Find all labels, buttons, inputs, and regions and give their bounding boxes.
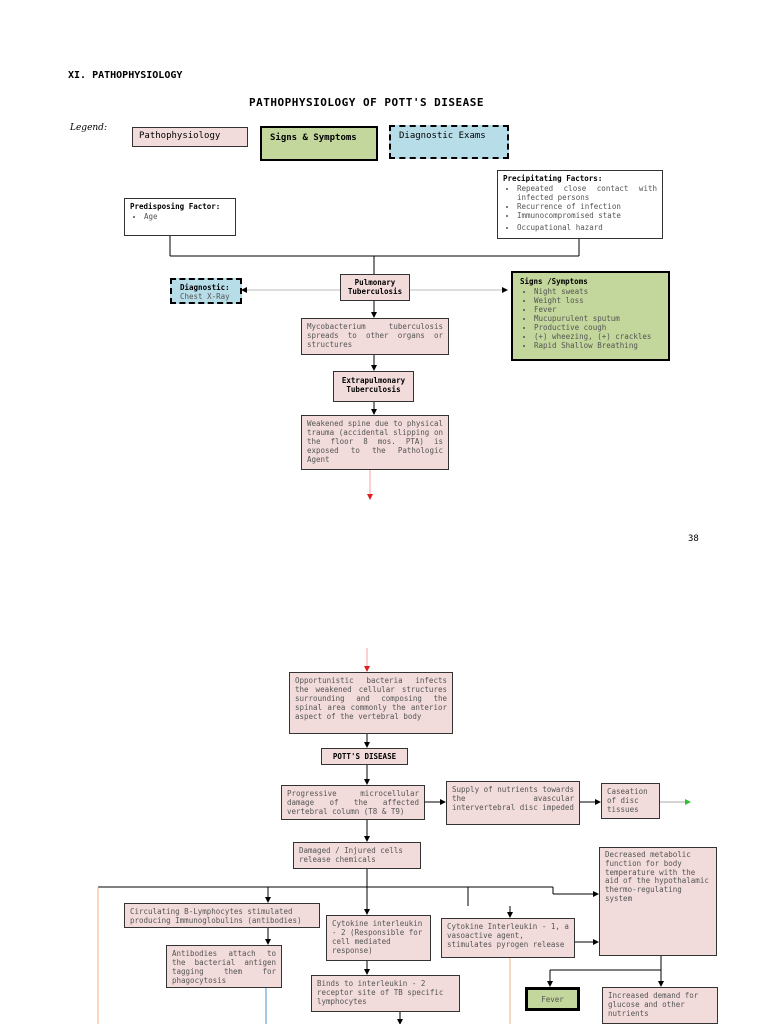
page-number: 38 xyxy=(688,534,699,544)
supply-nutrients-box: Supply of nutrients towards the avascula… xyxy=(446,781,580,825)
predisposing-title: Predisposing Factor: xyxy=(130,202,221,211)
increased-demand-box: Increased demand for glucose and other n… xyxy=(602,987,718,1024)
signs-item: Night sweats xyxy=(534,287,661,296)
caseation-box: Caseation of disc tissues xyxy=(601,783,660,819)
signs-title: Signs /Symptoms xyxy=(520,277,588,286)
damaged-cells-box: Damaged / Injured cells release chemical… xyxy=(293,842,421,869)
potts-disease-box: POTT'S DISEASE xyxy=(321,748,408,765)
progressive-damage-box: Progressive microcellular damage of the … xyxy=(281,785,425,820)
cytokine-interleukin-2-box: Cytokine interleukin - 2 (Responsible fo… xyxy=(326,915,431,961)
antibodies-box: Antibodies attach to the bacterial antig… xyxy=(166,945,282,988)
signs-item: Productive cough xyxy=(534,323,661,332)
mycobacterium-box: Mycobacterium tuberculosis spreads to ot… xyxy=(301,318,449,355)
predisposing-item: Age xyxy=(144,212,230,221)
weakened-spine-box: Weakened spine due to physical trauma (a… xyxy=(301,415,449,470)
precipitating-title: Precipitating Factors: xyxy=(503,174,603,183)
signs-item: Fever xyxy=(534,305,661,314)
legend-signs-symptoms: Signs & Symptoms xyxy=(260,126,378,161)
binds-interleukin-box: Binds to interleukin - 2 receptor site o… xyxy=(311,975,460,1012)
predisposing-list: Age xyxy=(130,212,230,221)
precipitating-item: Recurrence of infection xyxy=(517,202,657,211)
diagnostic-text: Chest X-Ray xyxy=(180,292,230,301)
legend-pathophysiology: Pathophysiology xyxy=(132,127,248,147)
diagnostic-title: Diagnostic: xyxy=(180,283,230,292)
extrapulmonary-tuberculosis-box: Extrapulmonary Tuberculosis xyxy=(333,371,414,402)
precipitating-list: Repeated close contact with infected per… xyxy=(503,184,657,232)
opportunistic-bacteria-box: Opportunistic bacteria infects the weake… xyxy=(289,672,453,734)
page-title: PATHOPHYSIOLOGY OF POTT'S DISEASE xyxy=(249,96,485,109)
precipitating-item: Immunocompromised state xyxy=(517,211,657,220)
decreased-metabolic-box: Decreased metabolic function for body te… xyxy=(599,847,717,956)
pulmonary-tuberculosis-box: Pulmonary Tuberculosis xyxy=(340,274,410,301)
predisposing-factor-box: Predisposing Factor: Age xyxy=(124,198,236,236)
circulating-b-lymphocytes-box: Circulating B-Lymphocytes stimulated pro… xyxy=(124,903,320,928)
signs-item: Weight loss xyxy=(534,296,661,305)
signs-list: Night sweats Weight loss Fever Mucupurul… xyxy=(520,287,661,350)
signs-item: Rapid Shallow Breathing xyxy=(534,341,661,350)
legend-label: Legend: xyxy=(70,123,107,133)
signs-item: Mucupurulent sputum xyxy=(534,314,661,323)
signs-symptoms-box: Signs /Symptoms Night sweats Weight loss… xyxy=(511,271,670,361)
precipitating-factors-box: Precipitating Factors: Repeated close co… xyxy=(497,170,663,239)
diagnostic-box: Diagnostic: Chest X-Ray xyxy=(170,278,242,304)
cytokine-interleukin-1-box: Cytokine Interleukin - 1, a vasoactive a… xyxy=(441,918,575,958)
section-heading: XI. PATHOPHYSIOLOGY xyxy=(68,70,183,81)
signs-item: (+) wheezing, (+) crackles xyxy=(534,332,661,341)
precipitating-item: Occupational hazard xyxy=(517,223,657,232)
fever-box: Fever xyxy=(525,987,580,1011)
precipitating-item: Repeated close contact with infected per… xyxy=(517,184,657,202)
legend-diagnostic-exams: Diagnostic Exams xyxy=(389,125,509,159)
